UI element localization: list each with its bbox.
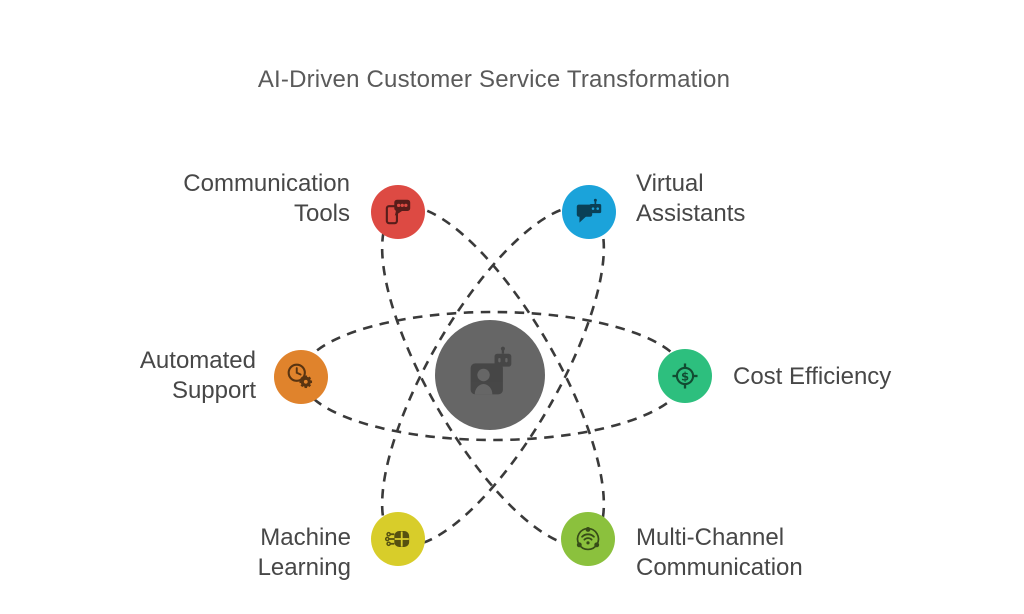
svg-text:$: $ [681,369,689,383]
customer-profile-robot-icon [470,346,512,395]
node-virtual-assistants [562,185,616,239]
node-automated-support [274,350,328,404]
node-machine-learning [371,512,425,566]
phone-chat-icon [385,199,411,225]
label-communication-tools: Communication Tools [183,170,350,227]
network-wifi-icon [576,526,600,551]
node-multi-channel-communication [561,512,615,566]
label-automated-support: Automated Support [139,347,256,404]
brain-circuit-icon [384,531,410,547]
label-cost-efficiency: Cost Efficiency [733,363,892,390]
diagram-title: AI-Driven Customer Service Transformatio… [257,66,731,93]
clock-gear-icon [287,363,313,389]
chat-robot-icon [576,198,602,223]
node-communication-tools [371,185,425,239]
label-virtual-assistants: Virtual Assistants [636,170,746,227]
node-cost-efficiency: $ [658,349,712,403]
label-multi-channel-communication: Multi-Channel Communication [636,524,803,581]
central-hub [435,320,545,430]
dollar-target-icon: $ [672,363,698,389]
label-machine-learning: Machine Learning [257,524,351,581]
